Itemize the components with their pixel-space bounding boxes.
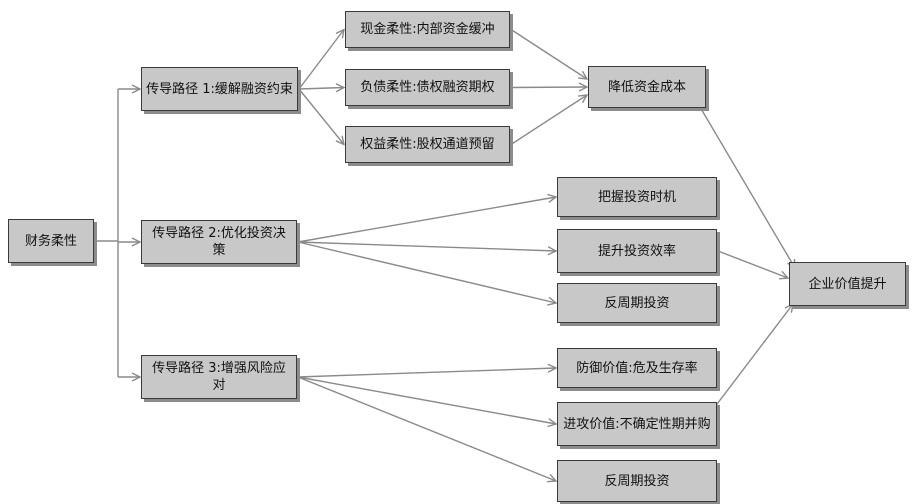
edge-path3-to-offense — [297, 376, 556, 424]
node-offensive-value: 进攻价值:不确定性期并购 — [557, 402, 717, 446]
edge-debt-to-cost — [510, 87, 587, 88]
node-label: 把握投资时机 — [597, 189, 676, 205]
edge-cash-to-cost — [510, 28, 587, 80]
edge-efficiency-to-value — [717, 250, 788, 278]
node-label: 负债柔性:债权融资期权 — [360, 80, 495, 95]
node-label: 防御价值:危及生存率 — [576, 360, 698, 376]
node-label: 现金柔性:内部资金缓冲 — [360, 22, 495, 37]
node-investment-efficiency: 提升投资效率 — [557, 229, 717, 273]
node-path-1: 传导路径 1:缓解融资约束 — [141, 67, 298, 111]
node-label: 反周期投资 — [604, 473, 670, 489]
node-label: 财务柔性 — [24, 233, 77, 249]
node-label: 传导路径 1:缓解融资约束 — [146, 81, 293, 97]
edge-cost-to-value — [699, 106, 795, 268]
edge-path1-to-cash — [298, 30, 344, 90]
node-label: 提升投资效率 — [597, 243, 676, 259]
node-cash-flexibility: 现金柔性:内部资金缓冲 — [345, 11, 510, 48]
node-reduce-capital-cost: 降低资金成本 — [588, 66, 706, 108]
node-firm-value-enhancement: 企业价值提升 — [789, 262, 906, 306]
edge-equity-to-cost — [510, 95, 587, 146]
node-label: 降低资金成本 — [607, 79, 686, 95]
edge-path2-to-timing — [297, 197, 556, 243]
node-label: 进攻价值:不确定性期并购 — [563, 416, 711, 432]
node-label: 传导路径 3:增强风险应对 — [152, 361, 286, 393]
node-defensive-value: 防御价值:危及生存率 — [557, 348, 717, 388]
node-path-2: 传导路径 2:优化投资决策 — [141, 220, 297, 264]
node-label: 反周期投资 — [604, 295, 670, 311]
node-countercyclical-investment-1: 反周期投资 — [557, 283, 717, 323]
edge-path1-to-debt — [298, 88, 344, 90]
edge-path3-to-counter_invest_2 — [297, 376, 556, 481]
node-investment-timing: 把握投资时机 — [557, 177, 717, 217]
node-equity-flexibility: 权益柔性:股权通道预留 — [345, 126, 510, 163]
node-debt-flexibility: 负债柔性:债权融资期权 — [345, 69, 510, 106]
node-label: 企业价值提升 — [808, 276, 887, 292]
node-label: 权益柔性:股权通道预留 — [360, 137, 495, 152]
edge-path2-to-efficiency — [297, 241, 556, 251]
node-label: 传导路径 2:优化投资决策 — [152, 226, 286, 258]
node-path-3: 传导路径 3:增强风险应对 — [141, 355, 297, 399]
edge-path1-to-equity — [298, 88, 344, 145]
edge-offense-to-value — [710, 304, 793, 413]
node-financial-flexibility: 财务柔性 — [8, 219, 94, 263]
edge-path3-to-defense — [297, 368, 556, 378]
edge-path2-to-counter_invest_1 — [297, 241, 556, 303]
node-countercyclical-investment-2: 反周期投资 — [557, 460, 717, 502]
